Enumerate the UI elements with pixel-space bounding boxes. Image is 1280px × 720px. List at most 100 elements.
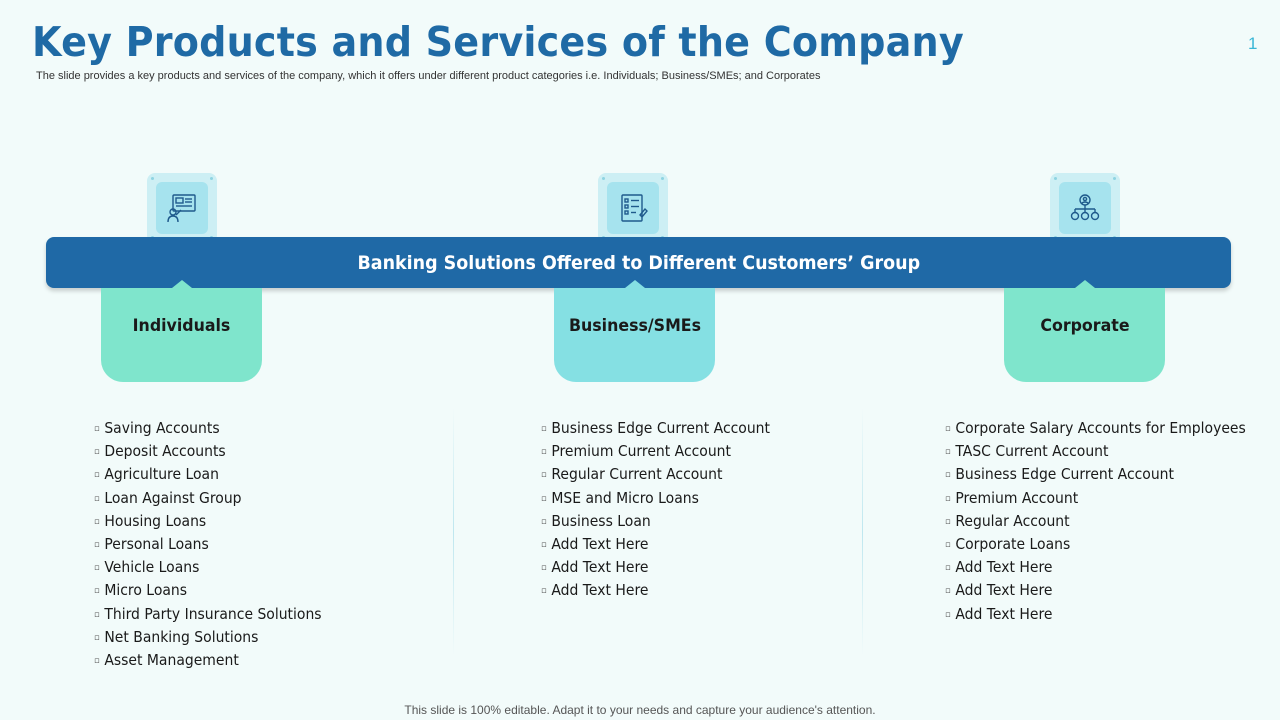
bullet-icon: ▫: [945, 609, 951, 620]
list-item: ▫ Loan Against Group: [94, 488, 322, 511]
list-item: ▫ Agriculture Loan: [94, 464, 322, 487]
list-item: ▫ MSE and Micro Loans: [541, 488, 770, 511]
list-item: ▫ Personal Loans: [94, 534, 322, 557]
bullet-icon: ▫: [945, 447, 951, 458]
list-item-text: Business Edge Current Account: [551, 419, 770, 437]
category-business-smes: Business/SMEs: [554, 280, 715, 382]
bullet-icon: ▫: [94, 516, 100, 527]
list-item: ▫ Deposit Accounts: [94, 441, 322, 464]
bullet-icon: ▫: [94, 656, 100, 667]
slide-subtitle: The slide provides a key products and se…: [36, 70, 821, 82]
list-item-text: Saving Accounts: [104, 419, 220, 437]
bullet-icon: ▫: [541, 516, 547, 527]
bullet-icon: ▫: [94, 586, 100, 597]
footer-note: This slide is 100% editable. Adapt it to…: [404, 703, 876, 717]
corporate-icon-box: [1050, 173, 1120, 243]
list-item-text: Deposit Accounts: [104, 442, 226, 461]
bullet-icon: ▫: [541, 424, 547, 434]
bullet-icon: ▫: [94, 540, 100, 551]
list-item-text: Third Party Insurance Solutions: [104, 604, 322, 623]
list-item-text: Regular Account: [955, 511, 1070, 530]
individuals-icon-box: [147, 173, 217, 243]
bullet-icon: ▫: [94, 609, 100, 620]
list-item: ▫ Third Party Insurance Solutions: [94, 604, 322, 627]
list-item: ▫Add Text Here: [541, 534, 770, 557]
list-item: ▫ Add Text Here: [945, 557, 1246, 580]
bullet-icon: ▫: [94, 563, 100, 574]
checklist-icon: [621, 194, 648, 222]
category-label: Individuals: [132, 316, 231, 336]
bullet-icon: ▫: [945, 493, 951, 504]
bullet-icon: ▫: [541, 470, 547, 481]
list-item-text: Corporate Loans: [955, 535, 1071, 554]
list-item-text: TASC Current Account: [955, 442, 1109, 461]
list-item-text: Agriculture Loan: [104, 465, 219, 484]
bullet-icon: ▫: [541, 563, 547, 574]
banking-solutions-banner: Banking Solutions Offered to Different C…: [46, 237, 1231, 288]
bullet-icon: ▫: [541, 540, 547, 551]
list-item-text: Micro Loans: [104, 581, 188, 600]
list-item: ▫ Premium Current Account: [541, 441, 770, 464]
individuals-product-list: ▫ Saving Accounts ▫ Deposit Accounts ▫ Agricu…: [94, 418, 339, 673]
list-item: ▫ Regular Account: [945, 511, 1246, 534]
category-individuals: Individuals: [101, 280, 262, 382]
bullet-icon: ▫: [541, 586, 547, 597]
list-item-text: Net Banking Solutions: [104, 627, 259, 646]
bullet-icon: ▫: [945, 586, 951, 597]
bullet-icon: ▫: [94, 493, 100, 504]
column-divider: [453, 408, 454, 656]
list-item: ▫ Business Edge Current Account: [541, 418, 770, 441]
bullet-icon: ▫: [94, 447, 100, 458]
list-item-text: Premium Current Account: [551, 442, 731, 461]
list-item: ▫ Add Text Here: [541, 580, 770, 603]
list-item: ▫ Vehicle Loans: [94, 557, 322, 580]
category-corporate: Corporate: [1004, 280, 1165, 382]
list-item: ▫ Corporate Loans: [945, 534, 1246, 557]
list-item-text: Add Text Here: [955, 558, 1053, 577]
list-item-text: Add Text Here: [955, 581, 1053, 600]
list-item: ▫ Saving Accounts: [94, 418, 322, 441]
list-item: ▫Asset Management: [94, 650, 322, 673]
list-item-text: Business Edge Current Account: [955, 465, 1174, 484]
list-item-text: Regular Current Account: [551, 465, 723, 484]
list-item-text: Loan Against Group: [104, 488, 242, 507]
bullet-icon: ▫: [94, 470, 100, 481]
list-item: ▫ Add Text Here: [541, 557, 770, 580]
org-chart-icon: [1070, 194, 1100, 221]
bullet-icon: ▫: [541, 493, 547, 504]
list-item-text: Add Text Here: [551, 558, 649, 577]
bullet-icon: ▫: [945, 563, 951, 574]
banner-text: Banking Solutions Offered to Different C…: [357, 251, 920, 274]
list-item: ▫ Corporate Salary Accounts for Employees: [945, 418, 1246, 441]
list-item: ▫ Add Text Here: [945, 580, 1246, 603]
bullet-icon: ▫: [541, 447, 547, 458]
column-divider: [862, 408, 863, 656]
bullet-icon: ▫: [945, 516, 951, 527]
list-item-text: Corporate Salary Accounts for Employees: [955, 419, 1246, 437]
corporate-product-list: ▫ Corporate Salary Accounts for Employees…: [945, 418, 1268, 627]
presentation-icon: [167, 194, 196, 223]
slide-title: Key Products and Services of the Company: [32, 18, 964, 66]
bullet-icon: ▫: [94, 632, 100, 643]
list-item: ▫ Business Edge Current Account: [945, 464, 1246, 487]
list-item-text: Vehicle Loans: [104, 558, 200, 577]
bullet-icon: ▫: [945, 470, 951, 481]
bullet-icon: ▫: [945, 424, 951, 434]
list-item-text: Housing Loans: [104, 511, 207, 530]
list-item-text: MSE and Micro Loans: [551, 488, 699, 507]
page-number: 1: [1248, 34, 1258, 53]
bullet-icon: ▫: [94, 424, 100, 434]
bullet-icon: ▫: [945, 540, 951, 551]
list-item: ▫Premium Account: [945, 488, 1246, 511]
list-item-text: Add Text Here: [551, 581, 649, 600]
list-item: ▫ Housing Loans: [94, 511, 322, 534]
list-item-text: Personal Loans: [104, 535, 209, 554]
business-icon-box: [598, 173, 668, 243]
list-item: ▫Add Text Here: [945, 604, 1246, 627]
list-item: ▫ Micro Loans: [94, 580, 322, 603]
category-label: Business/SMEs: [568, 316, 701, 336]
list-item: ▫ Net Banking Solutions: [94, 627, 322, 650]
list-item-text: Business Loan: [551, 511, 651, 530]
list-item: ▫ Business Loan: [541, 511, 770, 534]
list-item: ▫ TASC Current Account: [945, 441, 1246, 464]
